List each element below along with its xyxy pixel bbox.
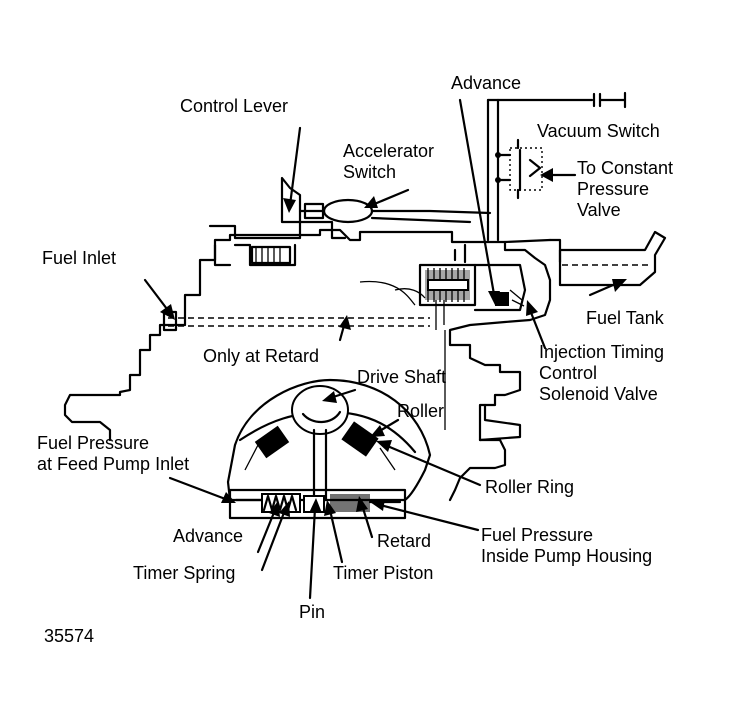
- vacuum-switch-box: [509, 147, 543, 191]
- figure-number: 35574: [44, 626, 95, 646]
- label-roller: Roller: [397, 401, 445, 421]
- label-fuel-pressure-feed: Fuel Pressure at Feed Pump Inlet: [37, 433, 190, 474]
- label-retard: Retard: [377, 531, 432, 551]
- label-control-lever: Control Lever: [180, 96, 289, 116]
- label-advance-top: Advance: [451, 73, 522, 93]
- roller-ring-housing: [226, 378, 432, 502]
- roller-right: [341, 421, 379, 457]
- drive-shaft-pin: [312, 428, 328, 502]
- label-to-constant-pressure-valve: To Constant Pressure Valve: [577, 158, 674, 220]
- roller-left: [254, 425, 290, 459]
- label-accelerator-switch: Accelerator Switch: [343, 141, 435, 182]
- label-advance-bottom: Advance: [173, 526, 244, 546]
- housing-left-edge: [63, 323, 177, 442]
- lever-housing-box: [250, 245, 292, 265]
- control-lever-shape: [280, 176, 302, 224]
- solenoid-valve-body: [418, 263, 477, 307]
- label-vacuum-switch: Vacuum Switch: [537, 121, 660, 141]
- accelerator-switch-wire: [370, 209, 492, 215]
- label-timer-spring: Timer Spring: [133, 563, 236, 583]
- accelerator-switch-body: [322, 198, 374, 224]
- pump-housing-outline: [173, 228, 552, 502]
- label-timer-piston: Timer Piston: [333, 563, 434, 583]
- label-roller-ring: Roller Ring: [485, 477, 575, 497]
- label-injection-timing-control: Injection Timing Control Solenoid Valve: [539, 342, 665, 404]
- housing-step-right: [478, 403, 522, 442]
- timer-piston-housing: [228, 488, 407, 520]
- label-fuel-tank: Fuel Tank: [586, 308, 664, 328]
- leader-lines: [143, 98, 627, 600]
- drive-shaft-circle: [291, 385, 349, 435]
- label-only-at-retard: Only at Retard: [203, 346, 320, 366]
- label-drive-shaft: Drive Shaft: [357, 367, 447, 387]
- fuel-tank-outline: [558, 230, 667, 287]
- label-fuel-inlet: Fuel Inlet: [42, 248, 117, 268]
- control-lever-body: [208, 220, 347, 240]
- label-pin: Pin: [299, 602, 326, 622]
- label-fuel-pressure-housing: Fuel Pressure Inside Pump Housing: [481, 525, 653, 566]
